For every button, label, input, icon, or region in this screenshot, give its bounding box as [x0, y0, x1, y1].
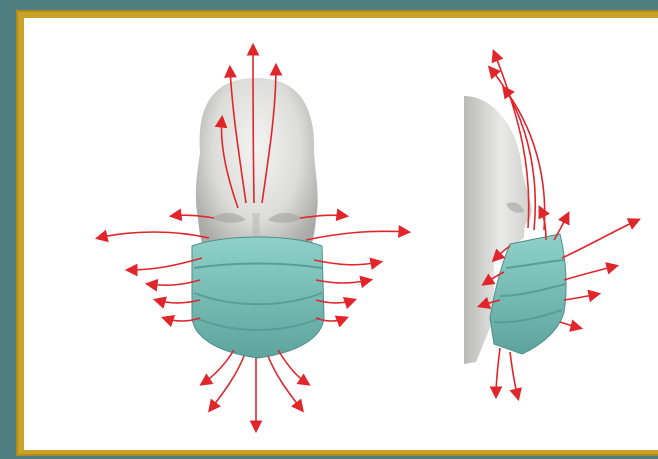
front-arrow-right-1 [306, 231, 408, 240]
side-arrow-right-3 [564, 294, 598, 300]
front-arrow-down-right-2 [278, 350, 308, 384]
side-arrow-right-2 [564, 266, 616, 280]
side-arrow-down-2 [510, 352, 518, 398]
side-arrow-right-1 [562, 220, 638, 258]
front-arrow-right-2 [314, 260, 380, 265]
front-arrow-down-left-1 [210, 356, 244, 410]
front-mask [192, 237, 324, 358]
side-arrow-right-4 [560, 322, 580, 328]
airflow-diagram [24, 18, 658, 450]
front-arrow-down-right-1 [268, 356, 302, 410]
front-arrow-right-3 [316, 280, 370, 283]
front-arrow-down-left-2 [202, 350, 234, 384]
side-arrow-down-1 [496, 348, 500, 396]
front-arrow-left-2 [128, 258, 202, 270]
front-arrow-up-center [253, 46, 254, 203]
front-arrow-left-1 [98, 232, 209, 238]
picture-frame [16, 10, 658, 456]
figure-canvas [24, 18, 658, 450]
front-mask-body [192, 237, 324, 358]
